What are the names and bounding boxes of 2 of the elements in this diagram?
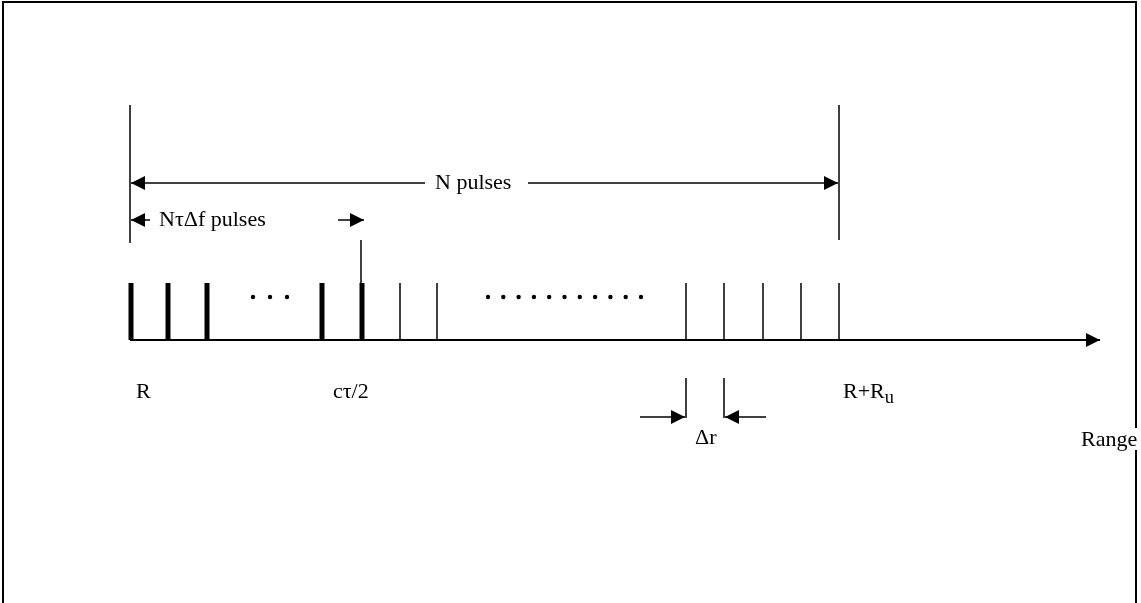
axis-title: Range — [1079, 428, 1140, 450]
dimension-label: NτΔf pulses — [157, 208, 268, 230]
